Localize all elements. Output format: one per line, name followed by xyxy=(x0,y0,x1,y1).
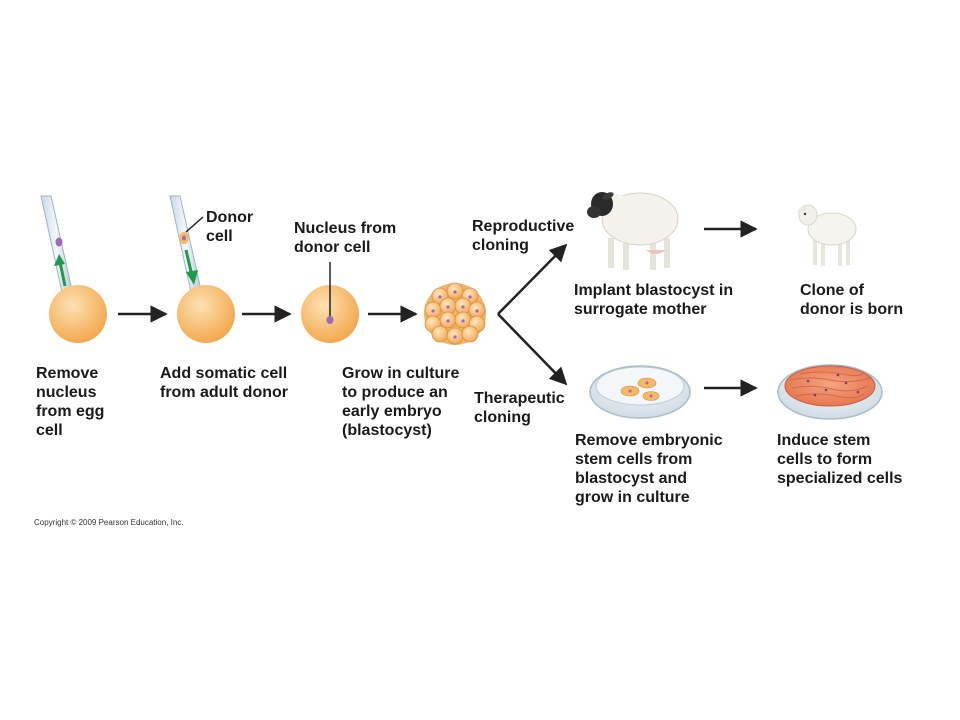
nucleus-from-donor-label: Nucleus from donor cell xyxy=(294,220,397,256)
step-grow-culture-label: Grow in culture to produce an early embr… xyxy=(342,365,460,439)
petri-dish-specialized-cells xyxy=(777,364,883,420)
clone-lamb-icon xyxy=(797,204,857,266)
therapeutic-cloning-label: Therapeutic cloning xyxy=(474,390,565,426)
reproductive-cloning-label: Reproductive cloning xyxy=(472,218,575,254)
pipette-1 xyxy=(40,195,73,293)
surrogate-sheep-icon xyxy=(587,192,679,270)
blastocyst xyxy=(424,282,486,345)
copyright-notice: Copyright © 2009 Pearson Education, Inc. xyxy=(34,518,184,527)
donor-cell-pointer xyxy=(185,216,204,233)
petri-dish-stem-cells xyxy=(589,365,691,419)
up-arrow-icon xyxy=(58,261,67,287)
step-remove-nucleus-label: Remove nucleus from egg cell xyxy=(36,365,105,439)
donor-cell-label: Donor cell xyxy=(206,209,254,245)
pipette-2 xyxy=(169,195,202,293)
step-add-somatic-label: Add somatic cell from adult donor xyxy=(160,365,288,401)
step-induce-stem-label: Induce stem cells to form specialized ce… xyxy=(777,432,903,487)
egg-cell-recipient xyxy=(177,285,235,343)
extracted-nucleus xyxy=(55,237,63,247)
reproductive-branch-arrow xyxy=(497,243,568,315)
donor-nucleus xyxy=(326,316,334,324)
egg-cell xyxy=(49,285,107,343)
step-clone-born-label: Clone of donor is born xyxy=(800,282,904,318)
step-implant-label: Implant blastocyst in surrogate mother xyxy=(574,282,734,318)
therapeutic-branch-arrow xyxy=(497,313,568,386)
step-remove-stem-label: Remove embryonic stem cells from blastoc… xyxy=(575,432,723,506)
